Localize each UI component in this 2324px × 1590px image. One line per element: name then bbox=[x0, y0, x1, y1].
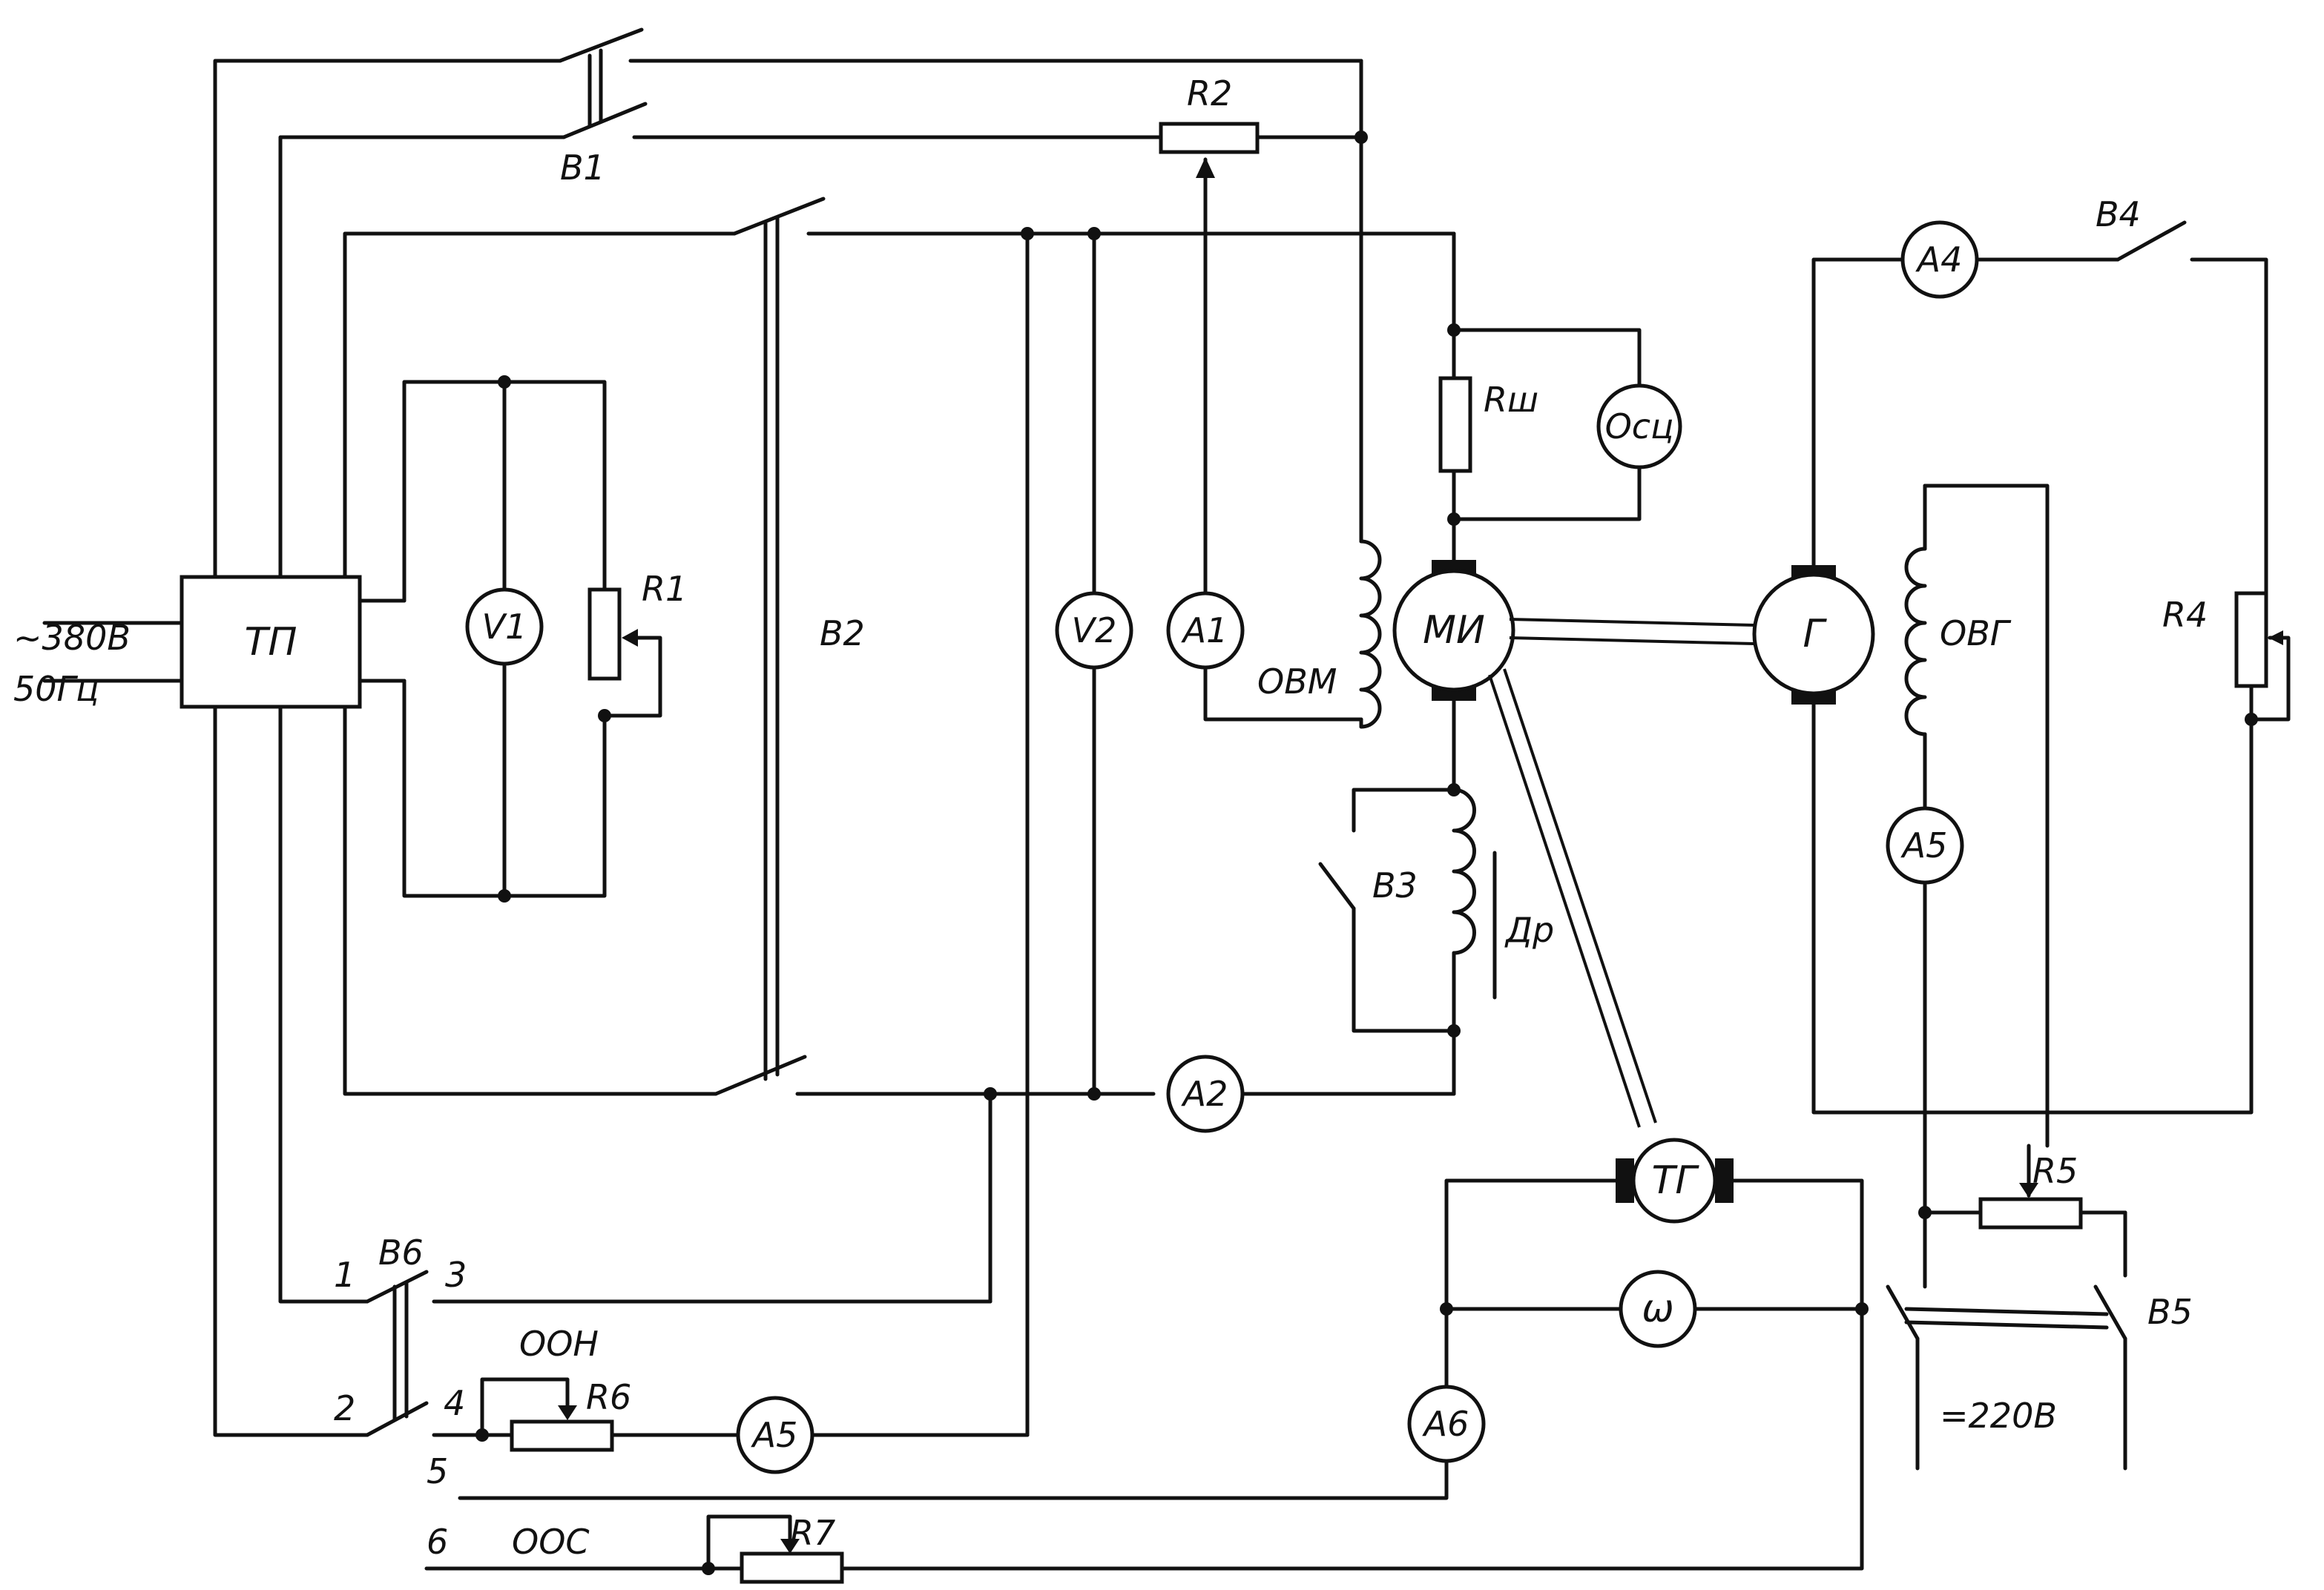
thyristor-converter: ТП bbox=[180, 575, 362, 709]
tacho-generator: ТГ ω A6 bbox=[458, 1138, 1869, 1571]
tacho-label: ТГ bbox=[1652, 1158, 1700, 1203]
meter-a5-bottom-label: A5 bbox=[751, 1415, 798, 1455]
switch-b5-label: В5 bbox=[2147, 1292, 2193, 1332]
meter-a5-top-label: A5 bbox=[1900, 825, 1948, 865]
meter-a2-label: A2 bbox=[1181, 1074, 1228, 1114]
v1-measurement-block: V1 R1 bbox=[358, 375, 687, 903]
speed-feedback-ooc: R7 ООС bbox=[424, 1513, 922, 1584]
generator-field-winding: ОВГ A5 bbox=[1886, 484, 2050, 1289]
generator-load-circuit: A4 В4 R4 bbox=[1811, 194, 2291, 1115]
voltage-feedback-ooh: R6 ООН A5 bbox=[432, 1324, 1030, 1474]
armature-branch: Осц Rш bbox=[1438, 231, 1682, 562]
feedback-selector-b6: В6 1 2 3 4 5 6 bbox=[213, 705, 993, 1562]
voltage-feedback-label: ООН bbox=[519, 1324, 599, 1364]
switch-b6-label: В6 bbox=[378, 1233, 424, 1273]
motor-label: МИ bbox=[1423, 608, 1485, 653]
meter-a6-label: A6 bbox=[1422, 1404, 1469, 1444]
contact-2-label: 2 bbox=[334, 1388, 355, 1428]
a2-meter: A2 bbox=[984, 1055, 1456, 1133]
switch-b1: В1 bbox=[558, 27, 648, 188]
contact-1-label: 1 bbox=[334, 1255, 355, 1295]
resistor-r6-label: R6 bbox=[586, 1377, 631, 1417]
converter-label: ТП bbox=[245, 620, 297, 664]
switch-b3-label: В3 bbox=[1372, 865, 1418, 905]
motor-field-winding: ОВМ bbox=[1257, 135, 1382, 729]
motor-mi: МИ bbox=[1392, 560, 1515, 792]
v2-meter: V2 bbox=[1055, 227, 1133, 1101]
choke-label: Др bbox=[1504, 910, 1554, 950]
contact-5-label: 5 bbox=[427, 1451, 448, 1491]
choke-block: Др В3 bbox=[1318, 783, 1554, 1096]
generator-g: Г bbox=[1752, 565, 1875, 705]
supply-voltage-label: ~380В bbox=[13, 618, 131, 658]
meter-v2-label: V2 bbox=[1072, 610, 1117, 650]
shunt-resistor-label: Rш bbox=[1484, 380, 1538, 420]
dc-supply-label: =220В bbox=[1940, 1396, 2057, 1436]
supply-frequency-label: 50Гц bbox=[13, 669, 99, 709]
motor-field-label: ОВМ bbox=[1257, 662, 1337, 702]
a1-meter: A1 bbox=[1166, 591, 1363, 722]
resistor-r1-label: R1 bbox=[642, 569, 687, 609]
resistor-r7-label: R7 bbox=[790, 1513, 835, 1553]
generator-label: Г bbox=[1803, 612, 1828, 656]
speed-meter-label: ω bbox=[1642, 1287, 1674, 1331]
meter-v1-label: V1 bbox=[482, 607, 527, 647]
resistor-r2-label: R2 bbox=[1187, 73, 1232, 113]
oscilloscope-label: Осц bbox=[1605, 406, 1674, 446]
switch-b2-label: В2 bbox=[820, 613, 865, 653]
r5-and-dc-supply: R5 В5 =220В bbox=[1886, 1144, 2193, 1471]
contact-4-label: 4 bbox=[444, 1383, 465, 1423]
speed-feedback-label: ООС bbox=[512, 1522, 590, 1562]
contact-6-label: 6 bbox=[427, 1522, 448, 1562]
supply-input: ~380В 50Гц bbox=[13, 618, 184, 709]
resistor-r4-label: R4 bbox=[2162, 595, 2208, 635]
wires-to-b1 bbox=[213, 59, 1363, 579]
meter-a1-label: A1 bbox=[1181, 610, 1228, 650]
meter-a4-label: A4 bbox=[1915, 240, 1963, 280]
resistor-r5-label: R5 bbox=[2032, 1151, 2078, 1191]
generator-field-label: ОВГ bbox=[1940, 613, 2012, 653]
voltage-feedback-wire bbox=[1021, 227, 1034, 1437]
mechanical-shafts bbox=[1488, 618, 1755, 1128]
switch-b1-label: В1 bbox=[560, 148, 605, 188]
switch-b4-label: В4 bbox=[2096, 194, 2141, 234]
contact-3-label: 3 bbox=[445, 1255, 467, 1295]
switch-b2: В2 bbox=[714, 197, 865, 1096]
